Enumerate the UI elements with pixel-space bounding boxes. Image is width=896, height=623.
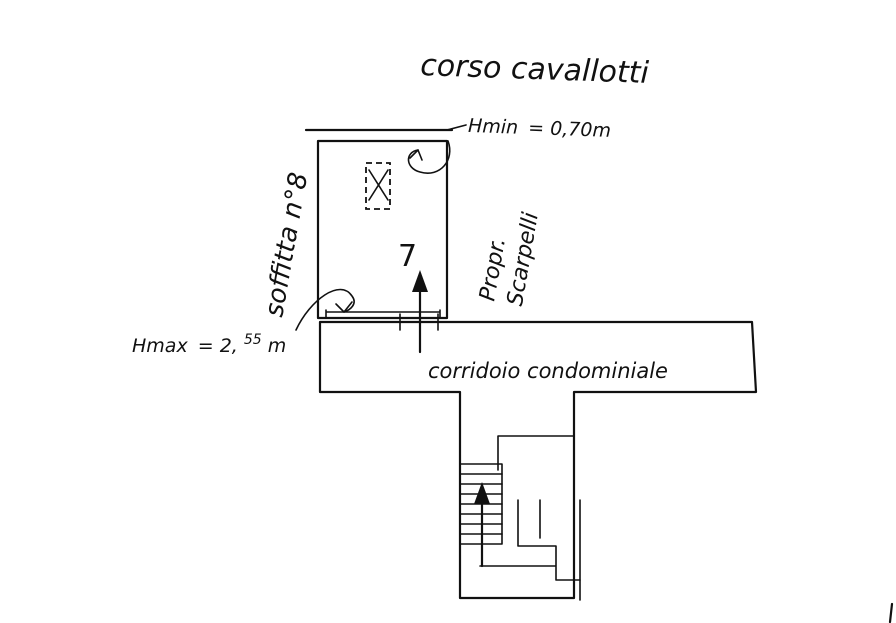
svg-text:Hmin = 0,70m: Hmin = 0,70m [468,115,612,142]
neighbor-label: Propr. Scarpelli [475,211,544,308]
hmax-superscript: 55 [244,332,262,348]
hmin-value: = 0,70m [528,117,611,142]
svg-text:Hmax = 2, 55: Hmax = 2, 55 m [132,327,286,357]
hmax-label: Hmax = 2, 55 m [132,327,286,357]
stair-inner-wall [497,435,581,601]
room-number: 7 [398,239,417,274]
room-entrance-arrow-icon [412,270,428,354]
hmin-arrowhead [409,149,423,161]
hmax-unit: m [268,335,287,357]
hmin-curve-pointer [407,140,451,174]
hmax-arrowhead [335,301,353,313]
page-corner-mark [888,602,894,623]
skylight-icon [365,162,391,210]
hmax-value: = 2, [198,335,238,357]
corridor-label: corridoio condominiale [428,359,668,383]
stair-arrow-icon [474,482,490,568]
hmin-leader [446,124,467,131]
neighbor-label-line2: Scarpelli [503,211,544,308]
street-label: corso cavallotti [420,48,650,91]
attic-label: soffitta n°8 [259,170,314,319]
hmax-prefix: Hmax [132,335,188,357]
corridor-outline [318,320,758,600]
hmin-prefix: Hmin [468,115,519,139]
attic-room-outline [316,139,449,320]
hmax-curve-pointer [295,288,355,331]
hmin-label: Hmin = 0,70m [468,115,612,142]
stair-landing-lines [479,499,581,581]
